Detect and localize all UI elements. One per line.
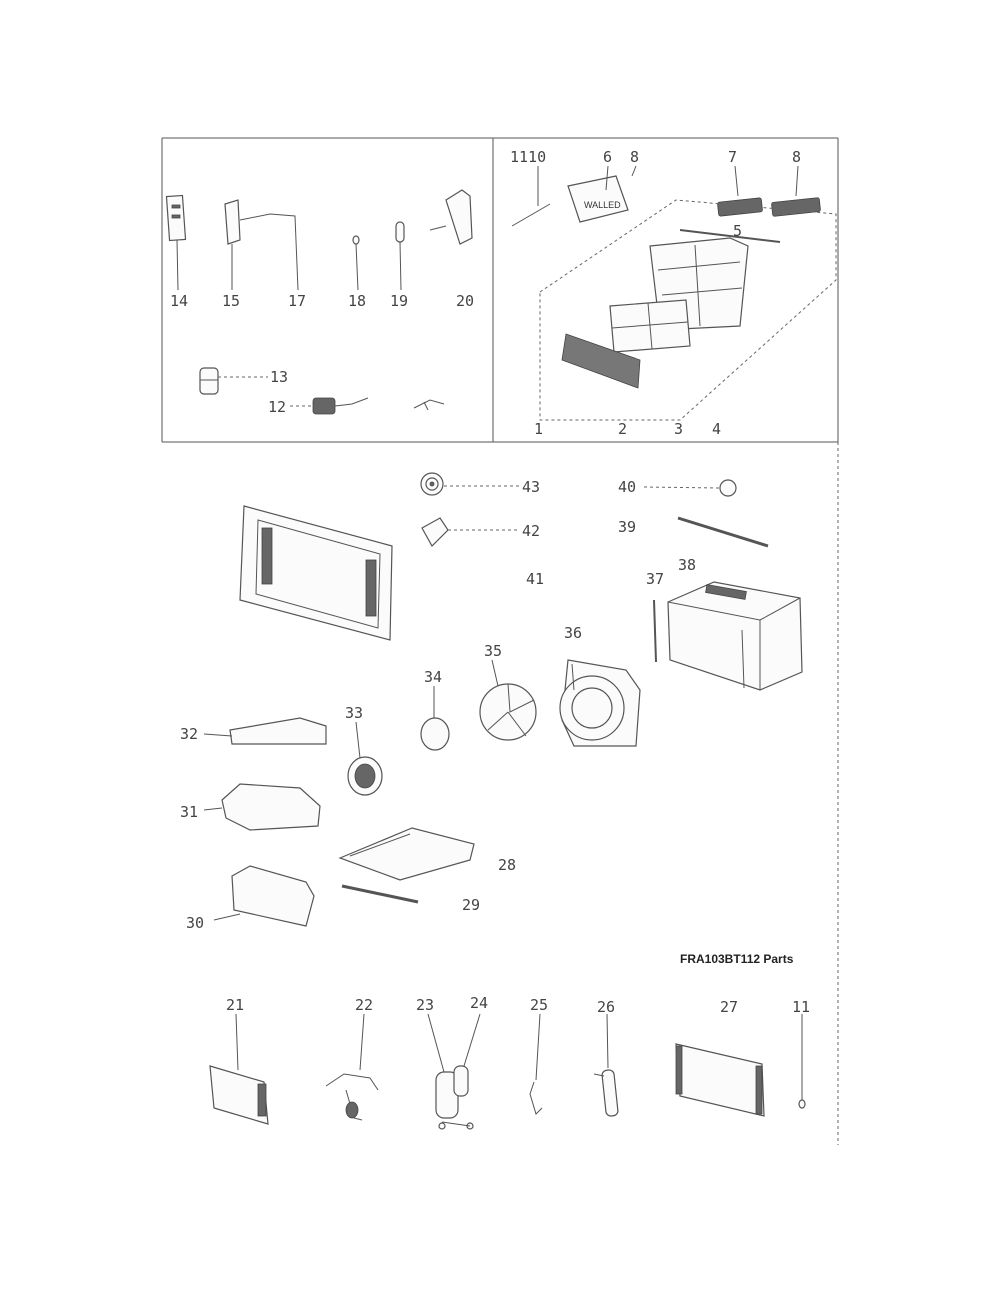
label-1110: 1110 bbox=[510, 148, 546, 166]
part-43-knob[interactable] bbox=[420, 472, 520, 496]
label-2: 2 bbox=[618, 420, 627, 438]
part-1110-screw[interactable] bbox=[511, 166, 551, 227]
part-28-base-pan[interactable] bbox=[338, 827, 475, 881]
label-34: 34 bbox=[424, 668, 442, 686]
part-34-motor[interactable] bbox=[420, 686, 450, 751]
part-35-fan-blade[interactable] bbox=[479, 659, 537, 741]
part-33-blower-wheel[interactable] bbox=[347, 721, 383, 796]
part-13-switch[interactable] bbox=[199, 367, 268, 395]
label-15: 15 bbox=[222, 292, 240, 310]
label-20: 20 bbox=[456, 292, 474, 310]
label-27: 27 bbox=[720, 998, 738, 1016]
label-40: 40 bbox=[618, 478, 636, 496]
part-2-grille[interactable] bbox=[561, 333, 641, 389]
part-6-box[interactable]: WALLED bbox=[567, 165, 637, 223]
label-4: 4 bbox=[712, 420, 721, 438]
part-5-rod[interactable] bbox=[679, 229, 781, 243]
label-33: 33 bbox=[345, 704, 363, 722]
part-25-capillary[interactable] bbox=[529, 1013, 543, 1115]
label-23: 23 bbox=[416, 996, 434, 1014]
label-22: 22 bbox=[355, 996, 373, 1014]
label-13: 13 bbox=[270, 368, 288, 386]
part-38-cabinet[interactable] bbox=[667, 581, 803, 691]
diagram-frame bbox=[161, 137, 839, 1145]
part-18-screw[interactable] bbox=[352, 235, 360, 291]
label-43: 43 bbox=[522, 478, 540, 496]
part-29-bracket[interactable] bbox=[341, 884, 419, 904]
label-11: 11 bbox=[792, 998, 810, 1016]
label-6: 6 bbox=[603, 148, 612, 166]
part-41-front-frame[interactable] bbox=[239, 505, 393, 641]
label-35: 35 bbox=[484, 642, 502, 660]
part-7-vent[interactable] bbox=[717, 165, 763, 217]
part-39-rail[interactable] bbox=[677, 516, 769, 548]
part-36-shroud[interactable] bbox=[559, 659, 641, 747]
diagram-caption: FRA103BT112 Parts bbox=[680, 952, 794, 966]
label-24: 24 bbox=[470, 994, 488, 1012]
label-3: 3 bbox=[674, 420, 683, 438]
label-39: 39 bbox=[618, 518, 636, 536]
label-37: 37 bbox=[646, 570, 664, 588]
part-32-duct[interactable] bbox=[203, 717, 327, 745]
part-42-control[interactable] bbox=[421, 517, 520, 547]
label-21: 21 bbox=[226, 996, 244, 1014]
top-right-labels: 1110 6 8 7 8 5 1 2 3 4 bbox=[510, 148, 801, 438]
part-14-remote[interactable] bbox=[165, 194, 187, 291]
part-8-vent[interactable] bbox=[771, 165, 821, 217]
label-5: 5 bbox=[733, 222, 742, 240]
label-31: 31 bbox=[180, 803, 198, 821]
label-29: 29 bbox=[462, 896, 480, 914]
part-3-filter[interactable] bbox=[609, 299, 691, 353]
middle-labels: 43 40 42 39 41 37 38 34 35 36 32 33 31 2… bbox=[180, 478, 696, 932]
label-18: 18 bbox=[348, 292, 366, 310]
label-12: 12 bbox=[268, 398, 286, 416]
label-41: 41 bbox=[526, 570, 544, 588]
label-1: 1 bbox=[534, 420, 543, 438]
part-23-compressor[interactable] bbox=[427, 1013, 474, 1130]
label-19: 19 bbox=[390, 292, 408, 310]
part-11-screw[interactable] bbox=[798, 1014, 806, 1109]
part-15-bracket[interactable] bbox=[224, 199, 241, 290]
part-12-power-cord[interactable] bbox=[290, 397, 445, 415]
label-26: 26 bbox=[597, 998, 615, 1016]
label-42: 42 bbox=[522, 522, 540, 540]
label-36: 36 bbox=[564, 624, 582, 642]
part-30-base[interactable] bbox=[213, 865, 315, 927]
label-30: 30 bbox=[186, 914, 204, 932]
label-7: 7 bbox=[728, 148, 737, 166]
assembly-outline bbox=[539, 199, 837, 421]
part-26-tube[interactable] bbox=[593, 1013, 619, 1117]
label-25: 25 bbox=[530, 996, 548, 1014]
part-27-condenser[interactable] bbox=[675, 1043, 765, 1117]
label-17: 17 bbox=[288, 292, 306, 310]
part-21-evaporator[interactable] bbox=[209, 1013, 269, 1125]
bottom-labels: 21 22 23 24 25 26 27 11 bbox=[226, 994, 810, 1016]
label-28: 28 bbox=[498, 856, 516, 874]
label-38: 38 bbox=[678, 556, 696, 574]
box-label: WALLED bbox=[584, 200, 621, 210]
part-17-wire[interactable] bbox=[239, 213, 299, 291]
part-20-cover[interactable] bbox=[429, 189, 473, 245]
part-22-tubing[interactable] bbox=[325, 1013, 379, 1121]
part-24-accumulator[interactable] bbox=[463, 1013, 481, 1067]
part-19-clip[interactable] bbox=[395, 221, 405, 291]
label-8-top: 8 bbox=[630, 148, 639, 166]
part-31-scroll[interactable] bbox=[203, 783, 321, 831]
label-32: 32 bbox=[180, 725, 198, 743]
part-40-grommet[interactable] bbox=[643, 479, 737, 497]
part-37-side-panel[interactable] bbox=[653, 599, 657, 663]
label-14: 14 bbox=[170, 292, 188, 310]
label-8: 8 bbox=[792, 148, 801, 166]
top-left-labels: 14 15 17 18 19 20 13 12 bbox=[170, 292, 474, 416]
